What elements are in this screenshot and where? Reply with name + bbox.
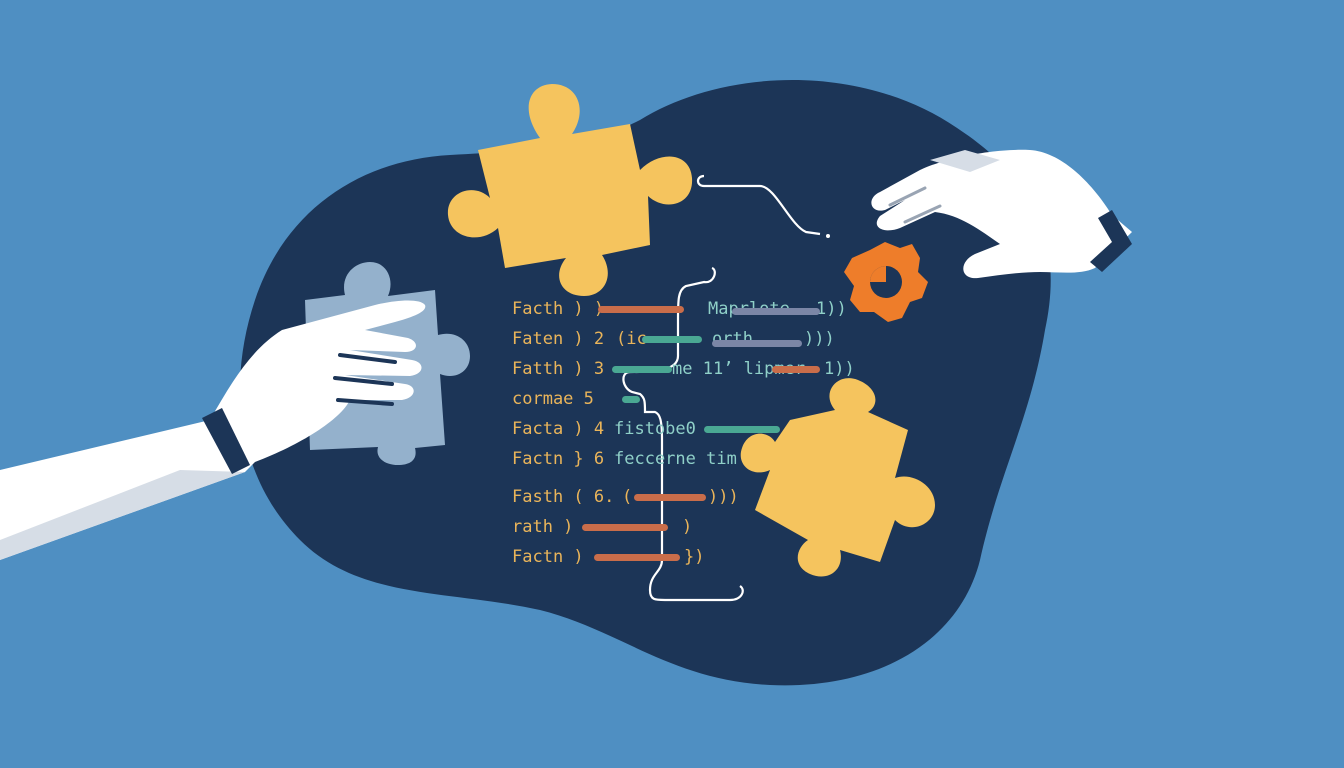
code-bar [612,366,672,373]
code-line: Fatth ) 3 me 11’ lipmer 1)) [512,354,855,384]
gear-icon [844,242,928,322]
code-token: Facta ) 4 [512,419,605,439]
left-hand-icon [0,300,426,560]
code-token: Faten ) 2 [512,329,605,349]
code-bar [622,396,640,403]
code-token: }) [684,547,705,567]
code-token: 1)) [816,299,847,319]
code-token: rath ) [512,517,574,537]
code-line: Fasth ( 6. ( ))) [512,482,739,512]
code-line: cormae 5 [512,384,640,414]
code-token: ))) [708,487,739,507]
code-bar [772,366,820,373]
code-token: Factn } 6 [512,449,605,469]
code-bar [712,340,802,347]
puzzle-piece-icon [740,378,935,577]
code-token: 1)) [824,359,855,379]
code-token: Fatth ) 3 [512,359,605,379]
connector-line-icon [696,174,821,236]
code-line: Faten ) 2 (ic orth ))) [512,324,835,354]
code-line: Facta ) 4 fistobe0 [512,414,780,444]
code-token: cormae 5 [512,389,594,409]
right-hand-icon [871,149,1132,279]
code-block: Facth ) ) Maprlote 1)) Faten ) 2 (ic ort… [512,294,872,584]
code-token: ) [682,517,693,537]
code-token: (ic [616,329,647,349]
code-bar [704,426,780,433]
code-token: Facth ) ) [512,299,605,319]
code-bar [598,306,684,313]
code-token: orth [712,329,753,349]
code-token: Factn ) [512,547,584,567]
code-token: feccerne tim [614,449,737,469]
code-line: Facth ) ) Maprlote 1)) [512,294,847,324]
code-token: ( [622,487,633,507]
code-bar [634,494,706,501]
code-line: Factn ) }) [512,542,704,572]
curly-brace-icon [622,266,744,602]
code-token: Fasth ( 6. [512,487,615,507]
code-bar [582,524,668,531]
code-token: ))) [804,329,835,349]
code-token: fistobe0 [614,419,696,439]
code-bar [732,308,820,315]
code-line: Factn } 6 feccerne tim [512,444,737,474]
code-line: rath ) ) [512,512,692,542]
puzzle-piece-icon [447,84,693,296]
code-bar [642,336,702,343]
code-bar [594,554,680,561]
